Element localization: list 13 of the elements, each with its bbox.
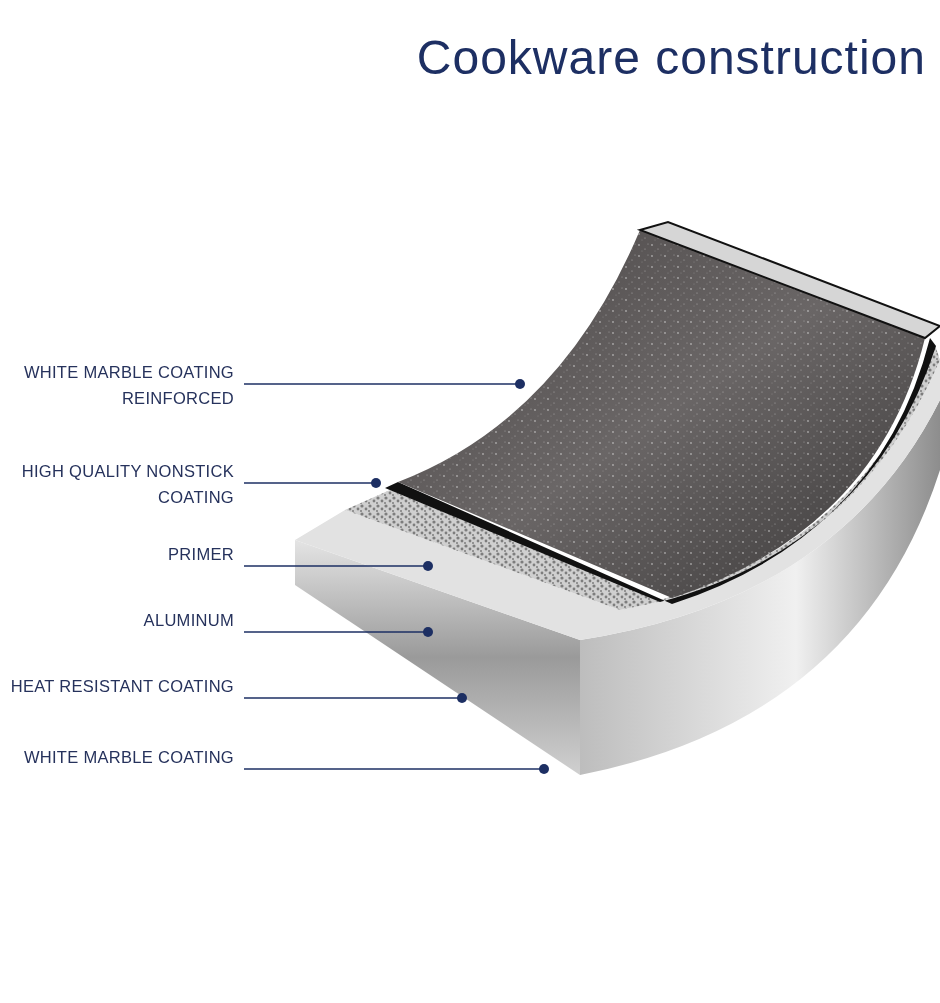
leader-line — [243, 627, 433, 637]
title: Cookware construction — [416, 30, 926, 85]
layer-label: HEAT RESISTANT COATING — [10, 673, 234, 699]
leader-line — [243, 478, 381, 488]
layer-label: WHITE MARBLE COATING — [23, 744, 234, 770]
leader-line — [243, 561, 433, 571]
layer-label: ALUMINUM — [143, 607, 234, 633]
leader-line — [243, 693, 467, 703]
layer-label: PRIMER — [168, 541, 234, 567]
leader-line — [243, 764, 549, 774]
layer-label: WHITE MARBLE COATING REINFORCED — [0, 359, 234, 411]
layer-label: HIGH QUALITY NONSTICK COATING — [0, 458, 234, 510]
leader-line — [243, 379, 525, 389]
